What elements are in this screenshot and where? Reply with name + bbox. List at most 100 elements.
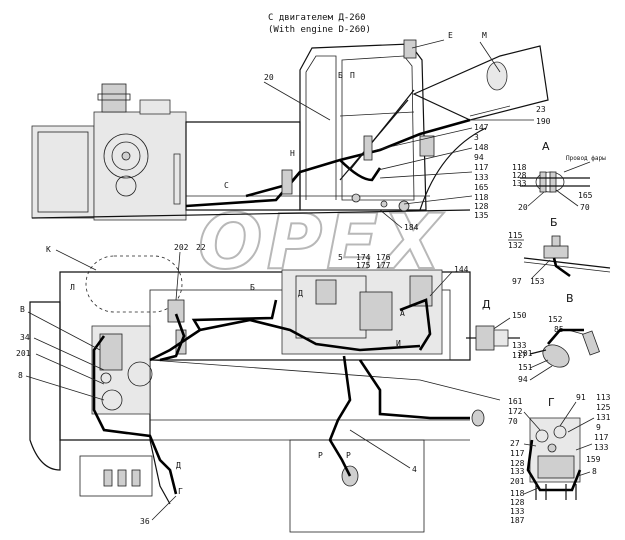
view-label-e: Е (448, 31, 453, 40)
callouts-plan: К Л В 34 201 8 36 4 184 202 22 5 174 176… (16, 209, 469, 526)
callout-174: 174 (356, 253, 371, 262)
callout-117: 117 (474, 163, 489, 172)
inset-a-num-70: 70 (580, 203, 590, 212)
callout-5: 5 (338, 253, 343, 262)
inset-g-l-201: 201 (510, 477, 525, 486)
callout-147: 147 (474, 123, 489, 132)
inset-v: В 152 85 201 151 94 (518, 292, 600, 384)
fan-pulley (103, 133, 149, 179)
inset-g-r-117: 117 (594, 433, 609, 442)
callout-22: 22 (196, 243, 206, 252)
inset-g-l-187: 187 (510, 516, 525, 525)
cab-harness (185, 118, 471, 208)
view-label-l: Л (70, 283, 75, 292)
inset-b: Б 115 132 97 153 (508, 216, 611, 286)
mark-b: Б (338, 71, 343, 80)
inset-g-r-125: 125 (596, 403, 611, 412)
inset-a-num-165: 165 (578, 191, 593, 200)
inset-g-l-128: 128 (510, 459, 525, 468)
inset-g-r-91: 91 (576, 393, 586, 402)
mark-g-plan: Г (178, 487, 183, 496)
callout-184: 184 (404, 223, 419, 232)
inset-g-l-133b: 133 (510, 507, 525, 516)
mark-i-plan: И (396, 339, 401, 348)
inset-d-num-117: 117 (512, 351, 527, 360)
inset-g-l-118: 118 (510, 489, 525, 498)
inset-g-l-70: 70 (508, 417, 518, 426)
inset-g-r-133: 133 (594, 443, 609, 452)
inset-g-l-117: 117 (510, 449, 525, 458)
callout-4: 4 (412, 465, 417, 474)
inset-v-num-151: 151 (518, 363, 533, 372)
inset-a: А Провод фары 118 128 133 165 70 20 (512, 140, 606, 212)
view-label-k: К (46, 245, 51, 254)
inset-g-r-113: 113 (596, 393, 611, 402)
mark-p: П (350, 71, 355, 80)
callout-165: 165 (474, 183, 489, 192)
callout-8: 8 (18, 371, 23, 380)
cab (299, 43, 427, 211)
inset-g-l-172: 172 (508, 407, 523, 416)
inset-v-num-152: 152 (548, 315, 563, 324)
inset-g-l-27: 27 (510, 439, 520, 448)
loader-boom (412, 45, 549, 121)
inset-d-label: Д (482, 298, 491, 311)
callout-23: 23 (536, 105, 546, 114)
callout-20: 20 (264, 73, 274, 82)
callout-201: 201 (16, 349, 31, 358)
mark-a-plan: А (400, 309, 405, 318)
inset-b-label: Б (550, 216, 558, 229)
inset-v-num-94: 94 (518, 375, 528, 384)
callout-176: 176 (376, 253, 391, 262)
callout-175: 175 (356, 261, 371, 270)
mark-r2-plan: Р (346, 451, 351, 460)
inset-b-num-97: 97 (512, 277, 522, 286)
inset-v-num-201: 201 (518, 349, 533, 358)
diagram-title: С двигателем Д-260 (268, 13, 366, 23)
callout-133: 133 (474, 173, 489, 182)
inset-g: Г 161 172 70 27 117 128 133 201 118 128 … (508, 393, 611, 525)
callout-177: 177 (376, 261, 391, 270)
mark-d-plan: Д (176, 461, 181, 470)
callout-128: 128 (474, 202, 489, 211)
inset-a-note: Провод фары (566, 155, 606, 162)
inset-b-num-132: 132 (508, 241, 523, 250)
callouts-top: Е М 20 23 190 Б П Н С 147 3 148 94 117 1… (224, 31, 551, 220)
mark-d2-plan: Д (298, 289, 303, 298)
inset-b-num-153: 153 (530, 277, 545, 286)
inset-g-r-131: 131 (596, 413, 611, 422)
inset-a-num-20: 20 (518, 203, 528, 212)
tractor-plan-view (29, 255, 501, 533)
callout-202: 202 (174, 243, 189, 252)
inset-g-l-161: 161 (508, 397, 523, 406)
callout-94: 94 (474, 153, 484, 162)
inset-d-num-133: 133 (512, 341, 527, 350)
callout-36: 36 (140, 517, 150, 526)
callout-148: 148 (474, 143, 489, 152)
inset-v-label: В (566, 292, 574, 305)
callout-135: 135 (474, 211, 489, 220)
callout-3: 3 (474, 133, 479, 142)
callout-118: 118 (474, 193, 489, 202)
inset-d: Д 150 133 117 (466, 298, 527, 360)
inset-a-label: А (542, 140, 550, 153)
air-filter (101, 83, 127, 113)
callout-190: 190 (536, 117, 551, 126)
callout-144: 144 (454, 265, 469, 274)
inset-g-label: Г (548, 396, 555, 409)
radiator-block (31, 125, 95, 219)
tractor-side-view (31, 39, 549, 221)
diagram-subtitle: (With engine D-260) (268, 25, 371, 35)
inset-g-r-159: 159 (586, 455, 601, 464)
inset-g-l-133: 133 (510, 467, 525, 476)
mark-n: Н (290, 149, 295, 158)
inset-b-num-115: 115 (508, 231, 523, 240)
inset-d-num-150: 150 (512, 311, 527, 320)
inset-g-r-9: 9 (596, 423, 601, 432)
view-label-v-plan: В (20, 305, 25, 314)
mark-b-plan: Б (250, 283, 255, 292)
inset-a-num-128: 128 (512, 171, 527, 180)
inset-g-r-8: 8 (592, 467, 597, 476)
engine-block (93, 111, 187, 221)
